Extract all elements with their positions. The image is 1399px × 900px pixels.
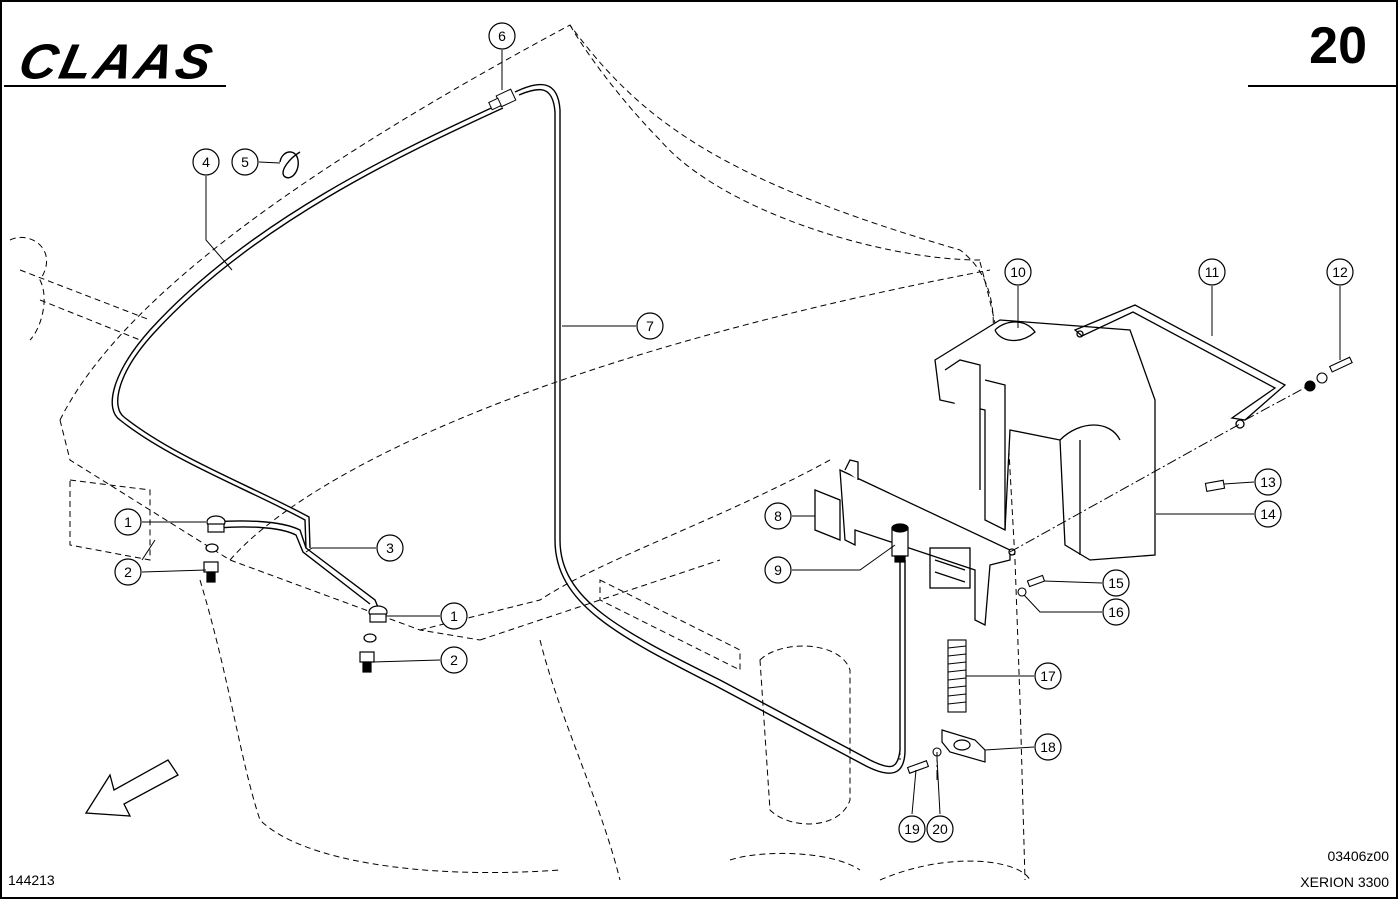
mounting-bracket	[814, 459, 1016, 627]
svg-text:3: 3	[386, 540, 394, 556]
drawing-code: 03406z00	[1327, 848, 1389, 864]
washer-nozzles	[203, 515, 388, 673]
svg-text:6: 6	[498, 28, 506, 44]
direction-arrow	[84, 759, 179, 817]
callout-8[interactable]: 8	[764, 502, 792, 530]
callout-group: 6 5 4 7 1 2 3 1 2 10 11 12 13 14 8 9 15 …	[114, 22, 1354, 843]
model-name: XERION 3300	[1300, 874, 1389, 890]
svg-text:10: 10	[1010, 264, 1026, 280]
callout-9[interactable]: 9	[764, 556, 792, 584]
hose-connector	[488, 88, 517, 111]
callout-13[interactable]: 13	[1254, 468, 1282, 496]
svg-text:2: 2	[124, 564, 132, 580]
callout-7[interactable]: 7	[636, 312, 664, 340]
hose-section	[947, 639, 967, 713]
svg-text:18: 18	[1040, 739, 1056, 755]
callout-18[interactable]: 18	[1034, 733, 1062, 761]
svg-text:15: 15	[1108, 575, 1124, 591]
hose-clip	[279, 151, 301, 179]
svg-text:2: 2	[450, 652, 458, 668]
callout-16[interactable]: 16	[1102, 598, 1130, 626]
callout-4[interactable]: 4	[192, 148, 220, 176]
leader-lines	[141, 50, 1341, 815]
page-number: 20	[1309, 17, 1367, 75]
footer-left-code: 144213	[8, 872, 55, 888]
svg-text:4: 4	[202, 154, 210, 170]
callout-10[interactable]: 10	[1004, 258, 1032, 286]
svg-text:11: 11	[1205, 264, 1220, 280]
callout-17[interactable]: 17	[1034, 662, 1062, 690]
svg-text:12: 12	[1332, 264, 1348, 280]
callout-2b[interactable]: 2	[440, 646, 468, 674]
hose-clamp	[941, 729, 986, 763]
svg-text:13: 13	[1260, 474, 1276, 490]
callout-3[interactable]: 3	[376, 534, 404, 562]
callout-1a[interactable]: 1	[114, 508, 142, 536]
svg-text:5: 5	[241, 154, 249, 170]
callout-15[interactable]: 15	[1102, 569, 1130, 597]
callout-11[interactable]: 11	[1198, 258, 1226, 286]
callout-2a[interactable]: 2	[114, 558, 142, 586]
callout-14[interactable]: 14	[1254, 500, 1282, 528]
fasteners	[906, 356, 1353, 774]
svg-text:19: 19	[904, 821, 920, 837]
svg-text:1: 1	[124, 514, 132, 530]
callout-20[interactable]: 20	[926, 815, 954, 843]
callout-6[interactable]: 6	[488, 22, 516, 50]
svg-text:14: 14	[1260, 506, 1276, 522]
svg-text:9: 9	[774, 562, 782, 578]
washer-reservoir	[934, 319, 1156, 561]
svg-text:17: 17	[1040, 668, 1056, 684]
svg-text:8: 8	[774, 508, 782, 524]
svg-text:20: 20	[932, 821, 948, 837]
washer-hoses	[111, 83, 906, 774]
retaining-strap	[1073, 304, 1287, 429]
machine-outline	[9, 24, 1031, 881]
washer-pump	[891, 523, 909, 563]
callout-5[interactable]: 5	[231, 148, 259, 176]
svg-text:7: 7	[646, 318, 654, 334]
svg-text:1: 1	[450, 608, 458, 624]
svg-text:16: 16	[1108, 604, 1124, 620]
callout-12[interactable]: 12	[1326, 258, 1354, 286]
callout-1b[interactable]: 1	[440, 602, 468, 630]
callout-19[interactable]: 19	[898, 815, 926, 843]
